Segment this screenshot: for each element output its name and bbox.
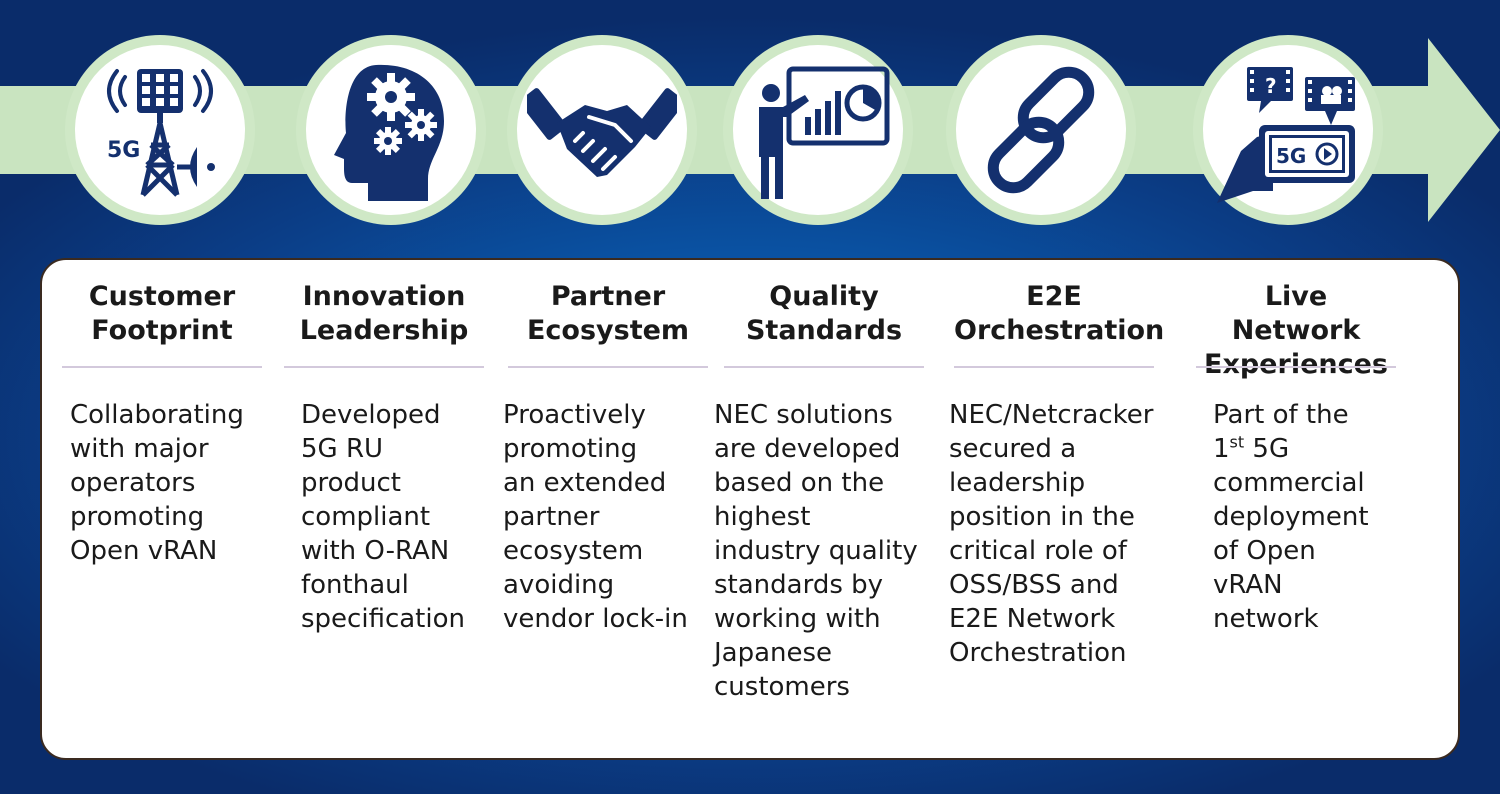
divider <box>284 366 484 368</box>
icon-5g-label: 5G <box>1276 144 1306 168</box>
circle-e2e-orchestration <box>946 35 1136 225</box>
divider <box>724 366 924 368</box>
column-title: Live Network Experiences <box>1204 281 1388 380</box>
column-title: Customer Footprint <box>88 281 236 346</box>
body-part: Part of the 1 <box>1213 400 1349 464</box>
divider <box>62 366 262 368</box>
divider <box>1196 366 1396 368</box>
chain-link-icon <box>987 66 1095 194</box>
circle-live-network: ? 5G <box>1193 35 1383 225</box>
handshake-icon <box>527 88 677 177</box>
circle-customer-footprint: 5G <box>65 35 255 225</box>
column-body: Developed 5G RU product compliant with O… <box>301 400 465 634</box>
phone-5g-video-icon: ? 5G <box>1217 67 1355 203</box>
column-body: NEC/Netcracker secured a leadership posi… <box>949 400 1154 668</box>
head-gears-icon <box>334 64 444 201</box>
column-body: Part of the 1st 5G commercial deployment… <box>1213 398 1369 636</box>
column-body: NEC solutions are developed based on the… <box>714 400 918 702</box>
divider <box>954 366 1154 368</box>
ordinal-suffix: st <box>1229 432 1245 452</box>
circle-partner-ecosystem <box>507 35 697 225</box>
column-title: Partner Ecosystem <box>526 281 690 346</box>
presenter-chart-icon <box>759 66 890 199</box>
column-title: Innovation Leadership <box>299 281 469 346</box>
body-part: 5G commercial deployment of Open vRAN ne… <box>1213 434 1369 634</box>
cell-tower-5g-icon: 5G <box>107 69 215 197</box>
icon-5g-label: 5G <box>107 138 140 163</box>
column-body: Proactively promoting an extended partne… <box>503 400 688 634</box>
circle-innovation-leadership <box>296 35 486 225</box>
svg-text:?: ? <box>1265 74 1277 98</box>
column-title: E2E Orchestration <box>954 281 1165 346</box>
divider <box>508 366 708 368</box>
column-body: Collaborating with major operators promo… <box>70 400 244 566</box>
content-panel: Customer Footprint Collaborating with ma… <box>40 258 1460 760</box>
column-title: Quality Standards <box>745 281 903 346</box>
circle-quality-standards <box>723 35 913 225</box>
